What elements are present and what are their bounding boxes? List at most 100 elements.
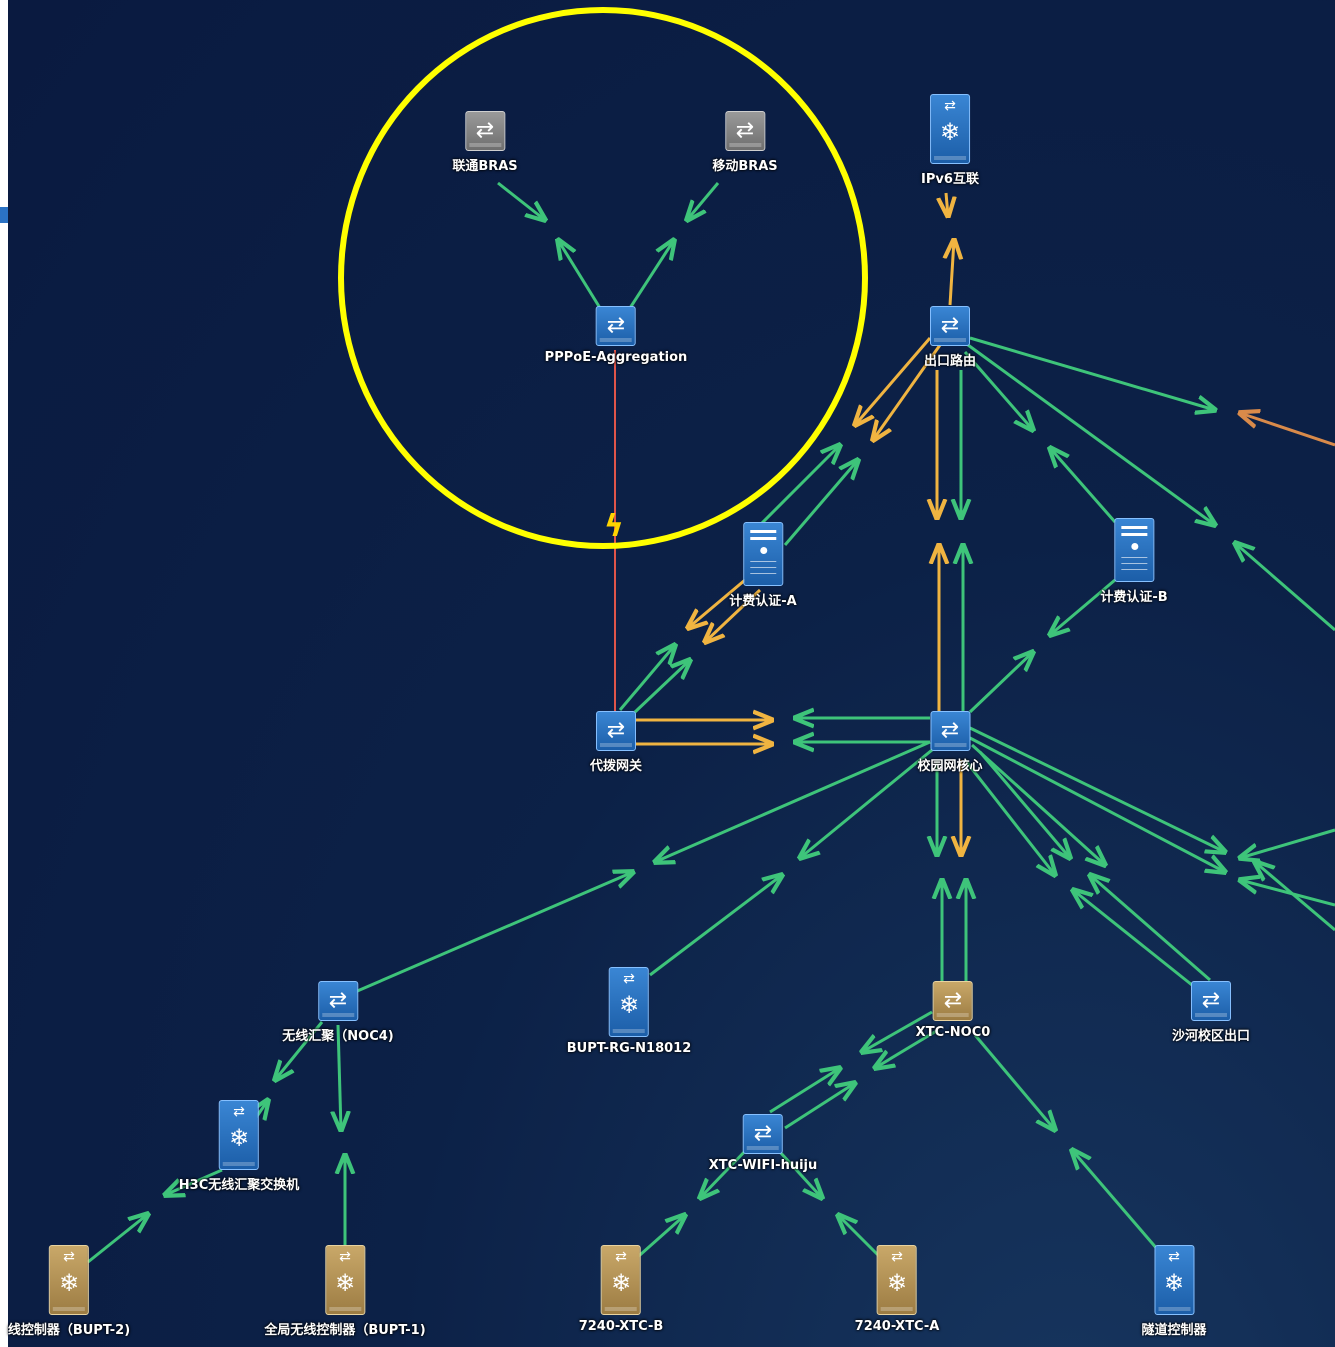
node-label: BUPT-RG-N18012 (566, 1041, 692, 1056)
node-billing-auth-a[interactable]: 计费认证-A (729, 522, 797, 609)
node-controller-bupt-1[interactable]: ⇄❄ 全局无线控制器（BUPT-1) (264, 1245, 426, 1338)
node-label: IPv6互联 (921, 172, 979, 187)
node-7240-xtc-b[interactable]: ⇄❄ 7240-XTC-B (578, 1245, 664, 1334)
node-xtc-noc0[interactable]: ⇄ XTC-NOC0 (915, 981, 991, 1040)
link-billing-b-exit[interactable] (1050, 448, 1117, 523)
switch-icon: ⇄ (1190, 981, 1231, 1021)
link-exit-billing-a-2[interactable] (873, 344, 942, 440)
node-label: 出口路由 (923, 354, 977, 369)
link-unicom-bras-pppoe[interactable] (497, 181, 545, 220)
node-label: 计费认证-A (729, 594, 797, 609)
node-label: 7240-XTC-B (578, 1319, 664, 1334)
link-wireless-core[interactable] (354, 872, 633, 994)
link-core-shahe-2[interactable] (978, 751, 1070, 858)
link-exit-billing-b[interactable] (963, 351, 1033, 430)
link-noc0-wifi-1[interactable] (862, 1010, 933, 1052)
node-label: 7240-XTC-A (854, 1319, 940, 1334)
node-wireless-aggregation[interactable]: ⇄ 无线汇聚（NOC4) (282, 981, 394, 1044)
node-label: 全局无线控制器（BUPT-1) (264, 1323, 426, 1338)
node-xtc-wifi-huiju[interactable]: ⇄ XTC-WIFI-huiju (709, 1114, 817, 1173)
link-noc0-wifi-2[interactable] (875, 1028, 939, 1068)
link-wifi-xtc-b[interactable] (700, 1146, 750, 1198)
left-edge-marker (0, 207, 8, 223)
link-shahe-core-2[interactable] (1090, 875, 1211, 982)
node-ipv6-interconnect[interactable]: ⇄❄ IPv6互联 (921, 94, 979, 187)
node-label: 代拨网关 (589, 759, 643, 774)
node-pppoe-aggregation[interactable]: ⇄ PPPoE-Aggregation (545, 306, 687, 365)
fault-lightning-icon: ϟ (604, 509, 624, 544)
switch-icon: ⇄ (595, 711, 636, 751)
link-wireless-h3c[interactable] (275, 1021, 324, 1080)
link-right-core-1[interactable] (1240, 828, 1335, 858)
link-core-shahe-1[interactable] (963, 759, 1055, 875)
node-dial-gateway[interactable]: ⇄ 代拨网关 (590, 711, 642, 774)
link-h3c-bupt2[interactable] (165, 1168, 223, 1195)
node-billing-auth-b[interactable]: 计费认证-B (1100, 518, 1168, 605)
link-core-wireless[interactable] (655, 740, 931, 862)
switch-icon: ⇄ (929, 306, 970, 346)
node-7240-xtc-a[interactable]: ⇄❄ 7240-XTC-A (854, 1245, 940, 1334)
link-right-core-2[interactable] (1240, 880, 1335, 907)
link-billing-b-core[interactable] (1050, 578, 1116, 635)
link-dial-billing-a-2[interactable] (633, 660, 690, 714)
link-billing-a-dial-1[interactable] (688, 578, 746, 628)
link-exit-right-2[interactable] (967, 343, 1215, 525)
server-icon (743, 522, 783, 586)
node-controller-bupt-2[interactable]: ⇄❄ 线控制器（BUPT-2) (8, 1245, 130, 1338)
link-core-right-2[interactable] (969, 736, 1225, 872)
node-h3c-wireless-switch[interactable]: ⇄❄ H3C无线汇聚交换机 (179, 1100, 299, 1193)
node-bupt-rg-n18012[interactable]: ⇄❄ BUPT-RG-N18012 (566, 967, 692, 1056)
switch-icon: ⇄ (742, 1114, 783, 1154)
link-dial-billing-a-1[interactable] (618, 645, 675, 711)
node-label: H3C无线汇聚交换机 (178, 1178, 300, 1193)
link-billing-a-exit-2[interactable] (783, 460, 858, 546)
switch-icon: ⇄ (595, 306, 636, 346)
link-billing-a-dial-2[interactable] (705, 588, 762, 642)
link-right-exit-2[interactable] (1235, 543, 1335, 632)
link-wifi-xtc-a[interactable] (778, 1150, 822, 1198)
core-switch-icon: ⇄❄ (49, 1245, 89, 1315)
link-mobile-bras-pppoe[interactable] (687, 182, 720, 220)
link-pppoe-unicom-bras[interactable] (558, 240, 602, 309)
node-mobile-bras[interactable]: ⇄ 移动BRAS (712, 111, 778, 174)
link-core-bupt-rg[interactable] (800, 748, 933, 858)
link-noc0-tunnel[interactable] (973, 1034, 1055, 1130)
link-right-exit-orange[interactable] (1240, 413, 1335, 447)
core-switch-icon: ⇄❄ (929, 94, 970, 164)
link-xtc-b-wifi[interactable] (631, 1215, 685, 1264)
node-label: 隧道控制器 (1141, 1323, 1207, 1338)
link-ipv6-exit[interactable] (946, 192, 948, 216)
link-wireless-bupt1[interactable] (338, 1024, 341, 1130)
node-label: 计费认证-B (1100, 590, 1168, 605)
node-exit-router[interactable]: ⇄ 出口路由 (924, 306, 976, 369)
link-right-core-3[interactable] (1255, 862, 1335, 932)
node-label: 联通BRAS (452, 159, 518, 174)
node-label: 移动BRAS (712, 159, 778, 174)
link-tunnel-noc0[interactable] (1072, 1150, 1160, 1251)
link-wifi-noc0-1[interactable] (769, 1068, 840, 1114)
switch-icon: ⇄ (725, 111, 765, 151)
node-unicom-bras[interactable]: ⇄ 联通BRAS (452, 111, 518, 174)
link-core-right-3[interactable] (970, 743, 1105, 865)
link-bupt2-h3c[interactable] (87, 1214, 148, 1264)
node-campus-core[interactable]: ⇄ 校园网核心 (917, 711, 983, 774)
node-shahe-campus-exit[interactable]: ⇄ 沙河校区出口 (1172, 981, 1250, 1044)
node-label: 校园网核心 (917, 759, 983, 774)
link-wifi-noc0-2[interactable] (784, 1083, 855, 1130)
link-core-right-1[interactable] (969, 726, 1225, 852)
link-core-billing-b[interactable] (968, 652, 1033, 714)
node-label: 线控制器（BUPT-2) (7, 1323, 131, 1338)
link-pppoe-mobile-bras[interactable] (628, 240, 674, 309)
link-exit-right-1[interactable] (969, 336, 1215, 410)
node-label: 沙河校区出口 (1171, 1029, 1251, 1044)
node-label: 无线汇聚（NOC4) (282, 1029, 394, 1044)
node-label: XTC-NOC0 (915, 1025, 991, 1040)
link-exit-ipv6[interactable] (950, 240, 954, 306)
core-switch-icon: ⇄❄ (1153, 1245, 1194, 1315)
server-icon (1114, 518, 1154, 582)
core-switch-icon: ⇄❄ (325, 1245, 365, 1315)
link-bupt-rg-core[interactable] (649, 875, 782, 977)
link-shahe-core-1[interactable] (1073, 890, 1193, 987)
node-tunnel-controller[interactable]: ⇄❄ 隧道控制器 (1141, 1245, 1207, 1338)
